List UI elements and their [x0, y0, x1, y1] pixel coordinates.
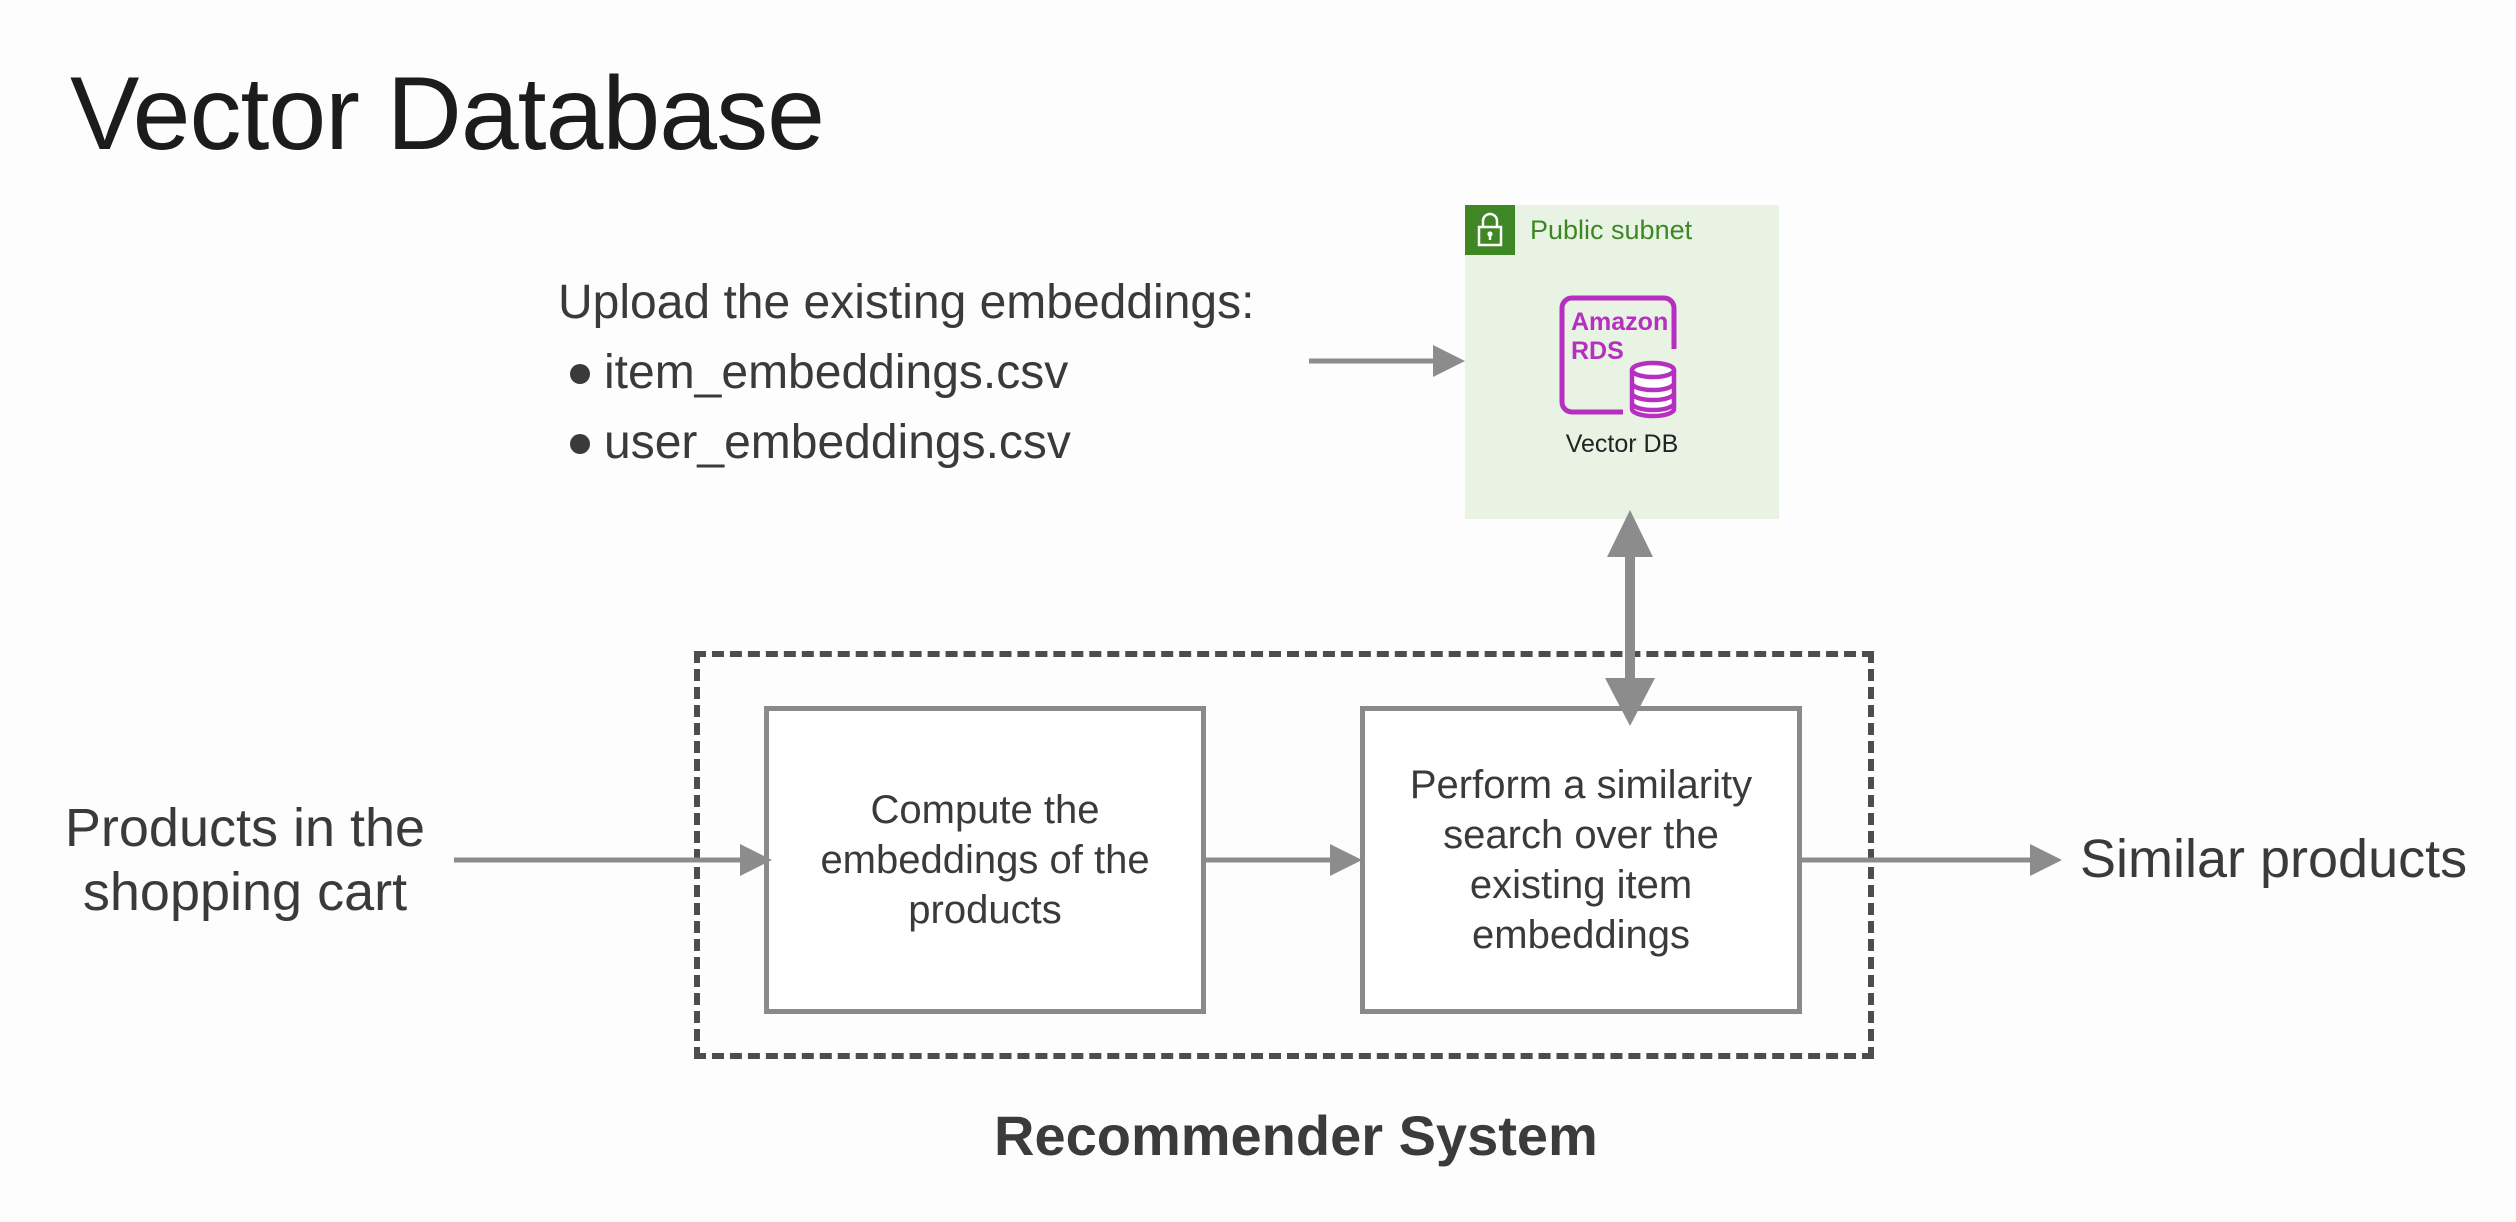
upload-heading: Upload the existing embeddings:	[558, 276, 1255, 329]
vector-db-label: Vector DB	[1565, 430, 1679, 458]
lock-icon	[1465, 205, 1515, 255]
embedding-file-list: item_embeddings.csv user_embeddings.csv	[558, 338, 1254, 478]
rds-logo-line2: RDS	[1571, 337, 1624, 365]
recommender-system-boundary	[694, 651, 1874, 1059]
similar-products-label: Similar products	[2080, 829, 2468, 889]
public-subnet-group: Public subnet Amazon RDS Vector DB	[1465, 205, 1779, 519]
input-arrow-head	[740, 844, 772, 876]
compute-embeddings-step: Compute the embeddings of the products	[764, 706, 1206, 1014]
upload-arrow-head	[1433, 345, 1465, 377]
file-item-item-embeddings: item_embeddings.csv	[558, 338, 1254, 408]
compute-embeddings-text: Compute the embeddings of the products	[820, 788, 1150, 932]
subnet-label: Public subnet	[1530, 215, 1693, 245]
recommender-system-label: Recommender System	[994, 1104, 1598, 1167]
similarity-search-step: Perform a similarity search over the exi…	[1360, 706, 1802, 1014]
db-link-head-down	[1605, 678, 1655, 726]
input-label-line1: Products in the	[64, 798, 426, 858]
step-arrow-head	[1330, 844, 1362, 876]
similarity-search-text: Perform a similarity search over the exi…	[1409, 763, 1753, 957]
output-arrow-head	[2030, 844, 2062, 876]
slide-title: Vector Database	[70, 56, 825, 172]
input-label-line2: shopping cart	[82, 862, 408, 922]
upload-instructions: Upload the existing embeddings: item_emb…	[558, 268, 1254, 478]
db-link-head-up	[1607, 510, 1653, 557]
amazon-rds-icon: Amazon RDS	[1559, 295, 1683, 425]
file-item-user-embeddings: user_embeddings.csv	[558, 408, 1254, 478]
rds-logo-line1: Amazon	[1571, 308, 1668, 336]
input-products-label: Products in the shopping cart	[40, 796, 450, 924]
